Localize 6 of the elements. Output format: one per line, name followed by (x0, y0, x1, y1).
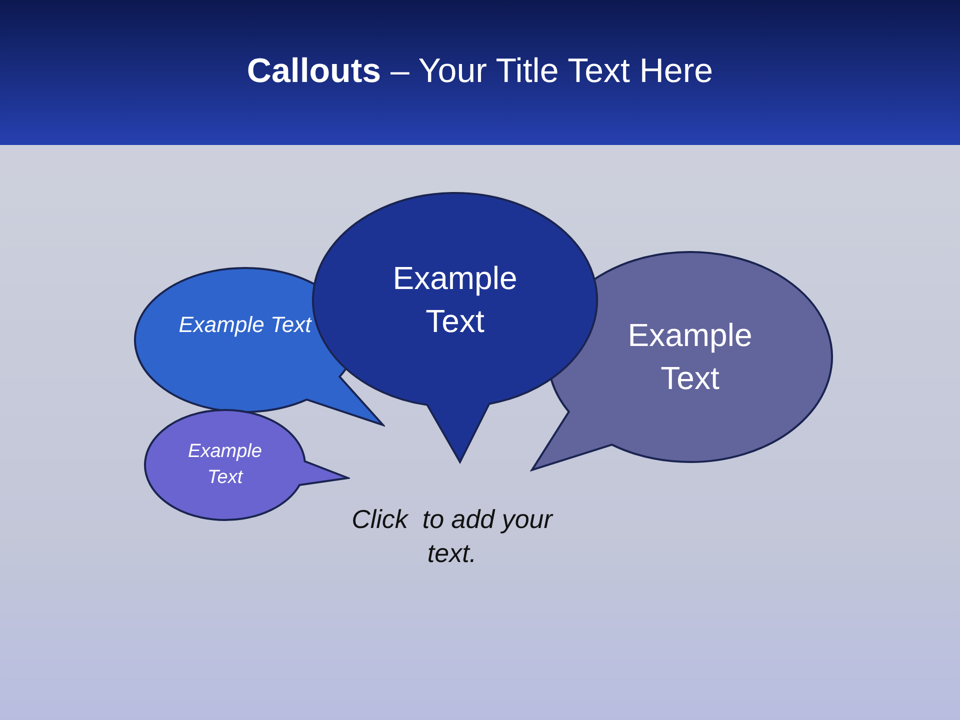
bubble-text: Example Text (626, 316, 754, 398)
bubble-text: Example Text (178, 311, 313, 340)
bubble-text: Example Text (187, 440, 263, 490)
slide-title: Callouts – Your Title Text Here (246, 52, 714, 91)
placeholder-text: Click to add your text. (350, 503, 554, 570)
bubble-text: Example Text (392, 258, 518, 341)
